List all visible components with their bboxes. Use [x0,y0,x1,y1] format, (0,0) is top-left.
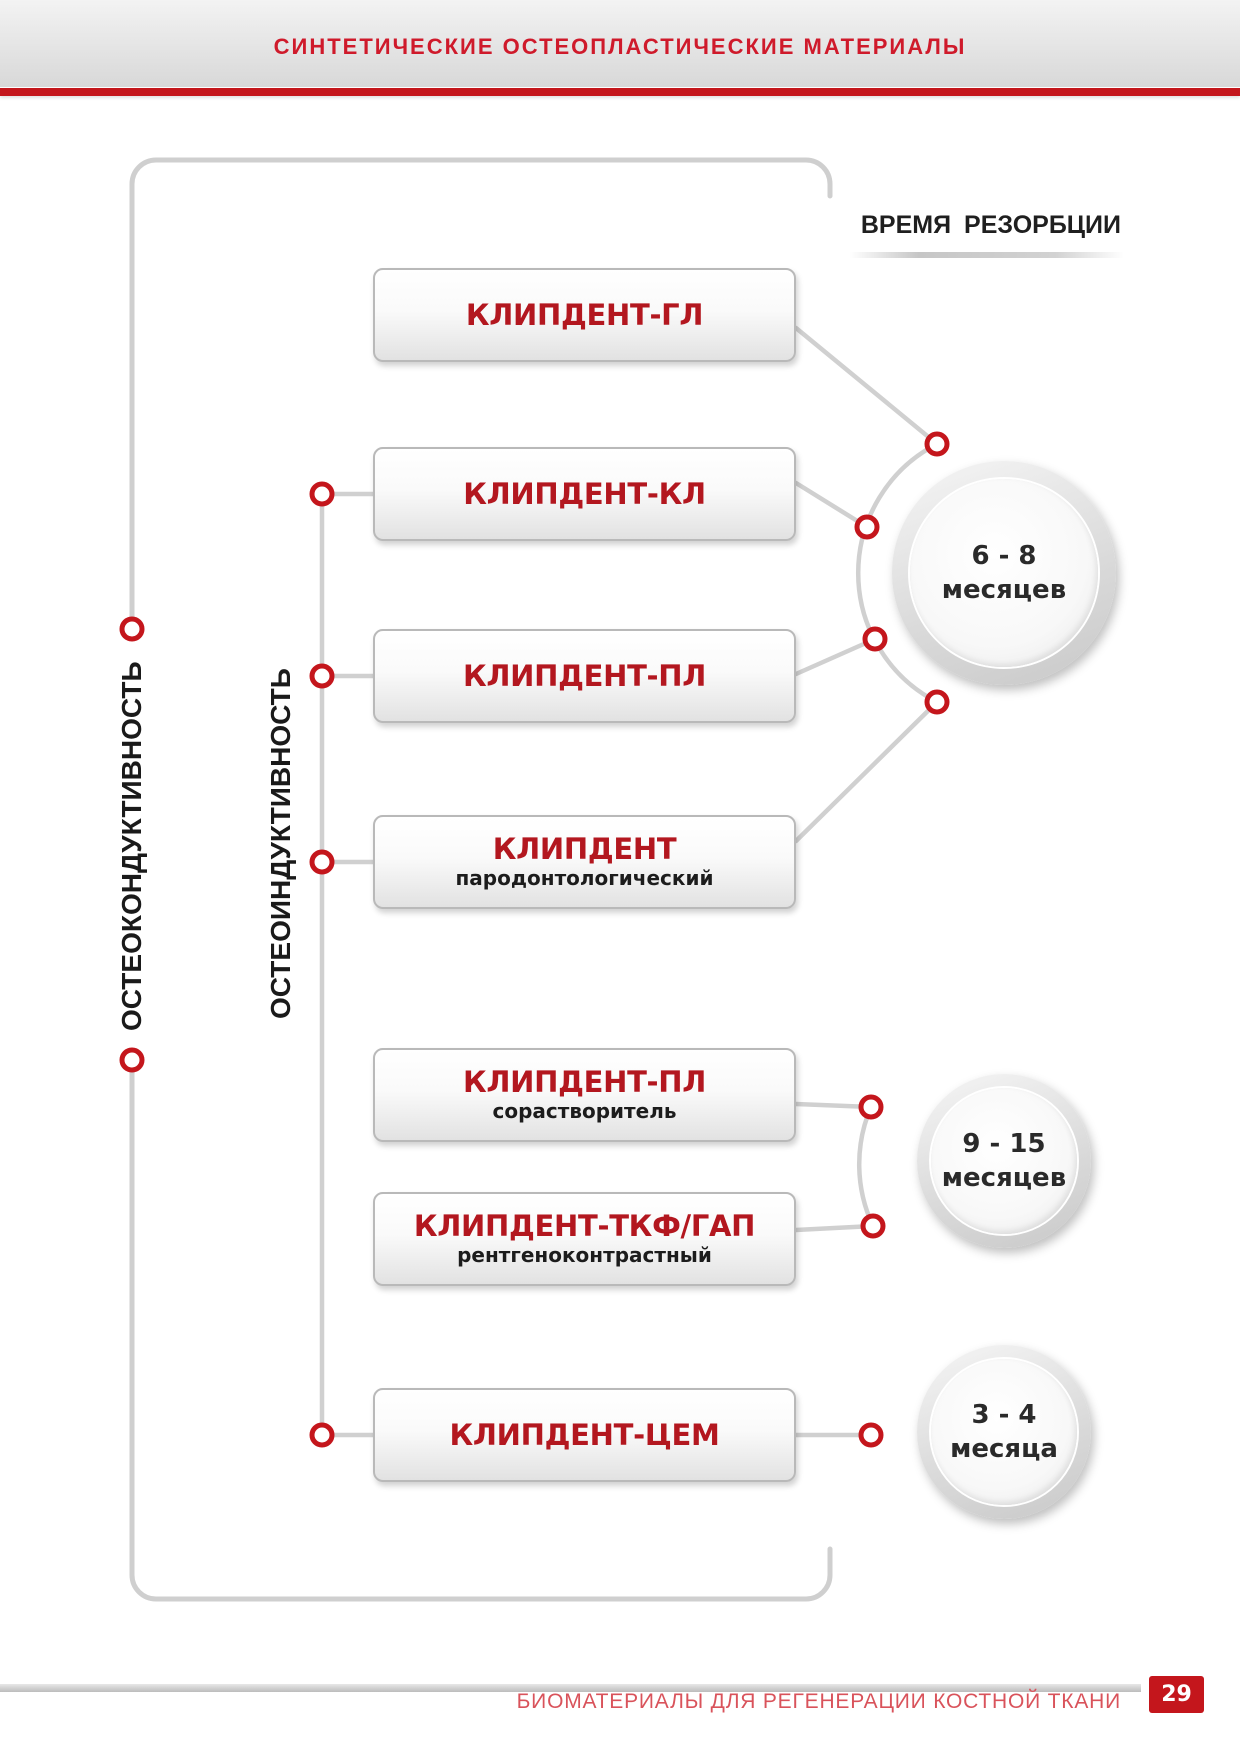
product-name: КЛИПДЕНТ [492,832,677,866]
resorption-circle-face: 3 - 4 месяца [930,1358,1078,1506]
red-marker [309,481,335,507]
product-subtitle: пародонтологический [455,866,714,890]
red-marker [119,1047,145,1073]
red-marker [862,626,888,652]
product-box: КЛИПДЕНТ-ТКФ/ГАП рентгеноконтрастный [373,1192,796,1286]
product-box: КЛИПДЕНТ-ЦЕМ [373,1388,796,1482]
resorption-connector [793,699,940,844]
resorption-connector [793,325,940,447]
product-subtitle: рентгеноконтрастный [457,1243,712,1267]
osteoconductivity-label: ОСТЕОКОНДУКТИВНОСТЬ [116,661,147,1031]
bracket-label-gap [118,640,146,1050]
resorption-connector [793,1101,874,1110]
heading-underline [850,252,1124,258]
page-number: 29 [1149,1676,1204,1713]
resorption-circle-face: 9 - 15 месяцев [930,1087,1078,1235]
resorption-connector [793,480,870,530]
resorption-unit: месяцев [941,574,1067,605]
red-marker [924,431,950,457]
resorption-arc [856,1104,876,1229]
product-box: КЛИПДЕНТ-КЛ [373,447,796,541]
red-marker [309,663,335,689]
resorption-unit: месяца [950,1433,1058,1464]
resorption-range: 3 - 4 [971,1399,1037,1430]
resorption-circle-face: 6 - 8 месяцев [909,478,1099,668]
product-name: КЛИПДЕНТ-ПЛ [462,659,707,693]
resorption-unit: месяцев [941,1162,1067,1193]
resorption-arc [855,441,940,705]
osteoinductivity-label: ОСТЕОИНДУКТИВНОСТЬ [265,668,296,1020]
product-name: КЛИПДЕНТ-КЛ [463,477,706,511]
product-box: КЛИПДЕНТ-ГЛ [373,268,796,362]
resorption-range: 9 - 15 [962,1128,1046,1159]
red-marker [309,849,335,875]
red-marker [854,514,880,540]
product-name: КЛИПДЕНТ-ЦЕМ [449,1418,720,1452]
footer-title: БИОМАТЕРИАЛЫ ДЛЯ РЕГЕНЕРАЦИИ КОСТНОЙ ТКА… [516,1690,1121,1713]
resorption-connector [793,1223,876,1233]
product-name: КЛИПДЕНТ-ПЛ [462,1065,707,1099]
red-marker [309,1422,335,1448]
red-marker [119,616,145,642]
resorption-range: 6 - 8 [971,540,1037,571]
resorption-circle: 6 - 8 месяцев [892,461,1116,685]
page-title: СИНТЕТИЧЕСКИЕ ОСТЕОПЛАСТИЧЕСКИЕ МАТЕРИАЛ… [273,34,967,59]
product-name: КЛИПДЕНТ-ГЛ [465,298,704,332]
header-bar [0,0,1240,87]
resorption-time-heading: ВРЕМЯ РЕЗОРБЦИИ [860,211,1121,239]
product-box: КЛИПДЕНТ-ПЛ сорастворитель [373,1048,796,1142]
resorption-circle: 9 - 15 месяцев [917,1074,1091,1248]
footer-rule [0,1684,1141,1692]
header-rule [0,88,1240,96]
red-marker [858,1422,884,1448]
product-box: КЛИПДЕНТ-ПЛ [373,629,796,723]
resorption-circle: 3 - 4 месяца [917,1345,1091,1519]
red-marker [924,689,950,715]
red-marker [858,1094,884,1120]
product-name: КЛИПДЕНТ-ТКФ/ГАП [413,1209,756,1243]
product-box: КЛИПДЕНТ пародонтологический [373,815,796,909]
product-subtitle: сорастворитель [492,1099,677,1123]
resorption-connector [793,636,878,677]
red-marker [860,1213,886,1239]
